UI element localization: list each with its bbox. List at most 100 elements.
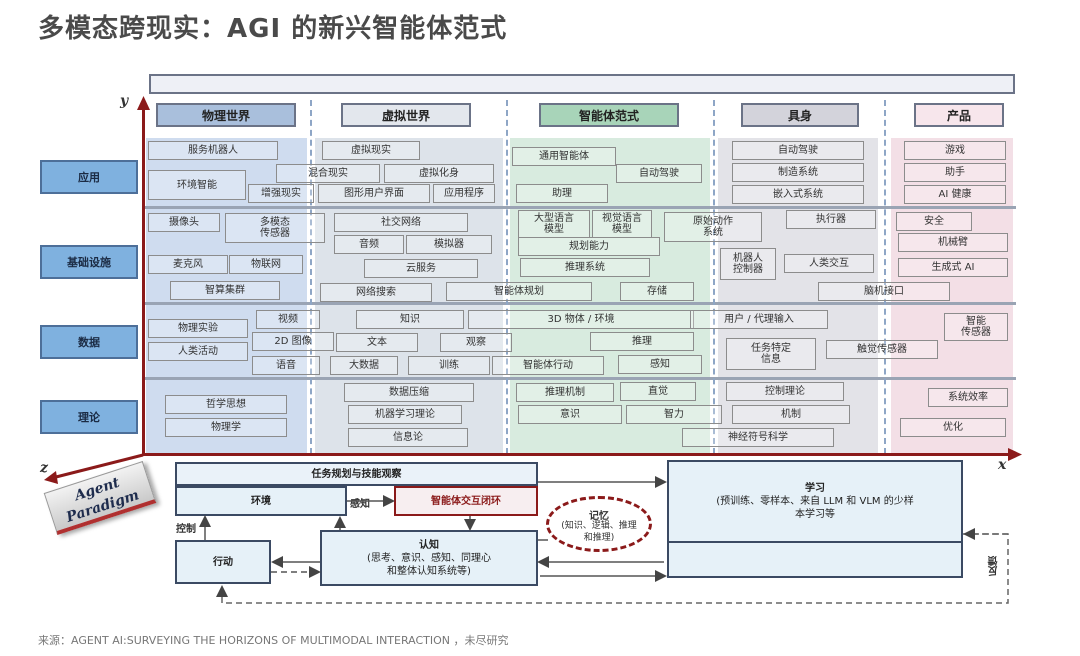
cell: 大型语言 模型: [518, 210, 590, 238]
column-header-virtual: 虚拟世界: [341, 103, 471, 127]
cognition-title: 认知: [419, 539, 439, 551]
embodied-column-bg: [718, 138, 878, 454]
column-divider: [310, 100, 312, 454]
cell: 推理机制: [516, 383, 614, 402]
cell: 助理: [516, 184, 608, 203]
cell: 图形用户界面: [318, 184, 430, 203]
cell: 智能 传感器: [944, 313, 1008, 341]
cell: 控制理论: [726, 382, 844, 401]
physical-column-bg: [146, 138, 307, 454]
cell: 智力: [626, 405, 722, 424]
perception-label: 感知: [350, 499, 370, 510]
row-separator: [142, 206, 1016, 209]
cell: 人类交互: [784, 254, 874, 273]
y-axis-label: y: [120, 93, 129, 109]
cell: 智能体规划: [446, 282, 592, 301]
cell: 应用程序: [433, 184, 495, 203]
cell: 自动驾驶: [616, 164, 702, 183]
cell: 3D 物体 / 环境: [468, 310, 694, 329]
cell: 助手: [904, 163, 1006, 182]
cell: 脑机接口: [818, 282, 950, 301]
cell: 触觉传感器: [826, 340, 938, 359]
cell: 机械臂: [898, 233, 1008, 252]
x-axis-label: x: [998, 457, 1007, 473]
cell: 视频: [256, 310, 320, 329]
product-column-bg: [891, 138, 1013, 454]
cognition-desc: (思考、意识、感知、同理心 和整体认知系统等): [367, 552, 491, 577]
cell: 物联网: [229, 255, 303, 274]
cell: 规划能力: [518, 237, 660, 256]
learning-title: 学习: [805, 483, 825, 494]
cell: 多模态 传感器: [225, 213, 325, 243]
column-header-product: 产品: [914, 103, 1004, 127]
cell: 机制: [732, 405, 850, 424]
cell: 观察: [440, 333, 512, 352]
y-axis: [142, 104, 145, 456]
column-header-physical: 物理世界: [156, 103, 296, 127]
cell: 推理: [590, 332, 694, 351]
cell: 物理学: [165, 418, 287, 437]
cell: 原始动作 系统: [664, 212, 762, 242]
cell: 智算集群: [170, 281, 280, 300]
cell: 系统效率: [928, 388, 1008, 407]
action-box: 行动: [175, 540, 271, 584]
source-note: 来源：AGENT AI:SURVEYING THE HORIZONS OF MU…: [38, 634, 509, 647]
cell: 人类活动: [148, 342, 248, 361]
column-divider: [506, 100, 508, 454]
cell: 2D 图像: [252, 332, 334, 351]
cell: 智能体行动: [492, 356, 604, 375]
cell: 神经符号科学: [682, 428, 834, 447]
closed-loop-box: 智能体交互闭环: [394, 486, 538, 516]
memory-desc: (知识、逻辑、推理 和推理): [561, 521, 637, 543]
cell: 信息论: [348, 428, 468, 447]
cell: 文本: [336, 333, 418, 352]
cell: 混合现实: [276, 164, 380, 183]
cell: 知识: [356, 310, 464, 329]
cell: 大数据: [330, 356, 398, 375]
cell: 感知: [618, 355, 702, 374]
cell: 社交网络: [334, 213, 468, 232]
cell: 服务机器人: [148, 141, 278, 160]
cell: 环境智能: [148, 170, 246, 200]
cell: 游戏: [904, 141, 1006, 160]
row-label-infrastructure: 基础设施: [40, 245, 138, 279]
row-label-data: 数据: [40, 325, 138, 359]
cell: 任务特定 信息: [726, 338, 816, 370]
task-planning-box: 任务规划与技能观察: [175, 462, 538, 486]
cell: 物理实验: [148, 319, 248, 338]
cell: 语音: [252, 356, 320, 375]
cell: AI 健康: [904, 185, 1006, 204]
cell: 意识: [518, 405, 622, 424]
cell: 存储: [620, 282, 694, 301]
cell: 生成式 AI: [898, 258, 1008, 277]
cell: 哲学思想: [165, 395, 287, 414]
row-label-application: 应用: [40, 160, 138, 194]
row-separator: [142, 302, 1016, 305]
cell: 模拟器: [406, 235, 492, 254]
cell: 优化: [900, 418, 1006, 437]
cell: 执行器: [786, 210, 876, 229]
cognition-box: 认知 (思考、意识、感知、同理心 和整体认知系统等): [320, 530, 538, 586]
control-label: 控制: [176, 524, 196, 535]
row-separator: [142, 377, 1016, 380]
column-divider: [884, 100, 886, 454]
cell: 网络搜索: [320, 283, 432, 302]
cell: 数据压缩: [344, 383, 474, 402]
cell: 自动驾驶: [732, 141, 864, 160]
top-bar: [149, 74, 1015, 94]
cell: 摄像头: [148, 213, 220, 232]
cell: 虚拟现实: [322, 141, 420, 160]
cell: 机器学习理论: [348, 405, 462, 424]
column-header-agent: 智能体范式: [539, 103, 679, 127]
learning-divider: [667, 541, 963, 543]
cell: 用户 / 代理输入: [690, 310, 828, 329]
z-axis-label: z: [40, 460, 48, 476]
cell: 虚拟化身: [384, 164, 494, 183]
cell: 增强现实: [248, 184, 314, 203]
cell: 训练: [408, 356, 490, 375]
row-label-theory: 理论: [40, 400, 138, 434]
cell: 制造系统: [732, 163, 864, 182]
column-divider: [713, 100, 715, 454]
memory-title: 记忆: [589, 511, 609, 522]
cell: 直觉: [620, 382, 696, 401]
